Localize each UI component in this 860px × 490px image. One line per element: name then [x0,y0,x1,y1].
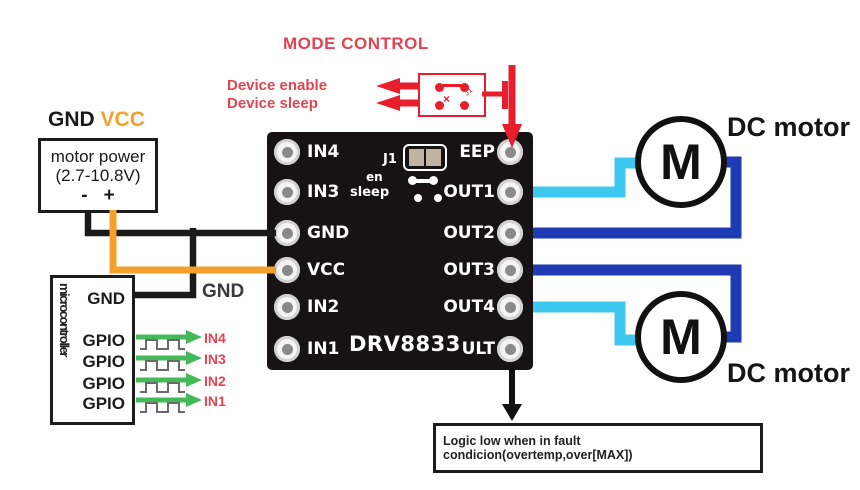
microcontroller-label: microcontroller [57,283,72,356]
pwm-wave-in4 [140,339,185,350]
gpio-arrowhead-in4 [186,330,202,344]
motor-power-box: motor power (2.7-10.8V) - + [38,138,158,213]
jumper-dot [434,82,444,92]
micro-gpio-pin: GPIO [82,374,125,393]
motor-symbol: M [660,309,702,365]
silk-shunt-trace [412,178,434,183]
pin-label-gnd: GND [307,223,350,243]
gnd-net-label: GND [202,281,245,302]
supply-rail-labels: GND VCC [48,108,145,132]
silk-dot [414,194,422,202]
dc-motor-1: M [635,116,727,208]
sleep-arrowhead [376,95,400,111]
silk-sleep-label: sleep [350,185,390,200]
supply-vcc-label: VCC [100,108,145,131]
pin-label-eep: EEP [459,142,495,162]
micro-gpio-pin: GPIO [82,352,125,371]
motor-symbol: M [660,134,702,190]
micro-gpio-pin: GPIO [82,331,125,350]
in2-signal-label: IN2 [204,373,226,389]
device-enable-label: Device enable [227,77,328,94]
pin-label-out4: OUT4 [443,297,495,317]
gpio-arrowhead-in1 [186,393,202,407]
pwm-wave-in2 [140,382,185,393]
gnd-micro-wire [135,228,197,299]
jumper-cross-mark: × [443,92,451,106]
gpio-arrowhead-in3 [186,351,202,365]
pin-pad-out4 [497,294,523,320]
pin-label-ult: ULT [461,339,495,359]
fault-note-text: Logic low when in fault condicion(overte… [443,434,633,462]
ult-arrowhead [502,404,522,421]
pin-label-out2: OUT2 [443,223,495,243]
enable-arrowhead [376,78,400,94]
microcontroller-box: microcontroller GND GPIO GPIO GPIO GPIO [50,275,135,425]
pin-pad-in1 [274,336,300,362]
out4-wire [533,301,640,346]
jumper-dot [459,100,469,110]
silk-dot [434,194,442,202]
pin-pad-out3 [497,257,523,283]
power-name-line1: motor power [50,147,146,166]
in4-signal-label: IN4 [204,330,226,346]
pin-label-vcc: VCC [307,260,346,280]
power-minus-terminal: - [81,185,88,206]
jumper-dot [459,82,469,92]
micro-gpio-pin: GPIO [82,394,125,413]
pin-pad-in2 [274,294,300,320]
pwm-wave-in3 [140,360,185,371]
silk-jumper-pad [409,149,424,166]
in3-signal-label: IN3 [204,351,226,367]
power-plus-terminal: + [103,185,115,206]
pin-pad-out1 [497,179,523,205]
fault-note-box: Logic low when in fault condicion(overte… [433,423,763,473]
supply-gnd-label: GND [48,108,95,131]
dc-motor-2: M [635,291,727,383]
silk-j1-label: J1 [383,152,397,167]
pin-label-out3: OUT3 [443,260,495,280]
dc-motor-1-label: DC motor [727,112,850,142]
pin-pad-in4 [274,139,300,165]
silk-jumper-footprint [403,144,447,171]
out1-wire [533,157,640,198]
pin-label-in1: IN1 [307,339,340,359]
pin-pad-gnd [274,220,300,246]
vcc-wire [109,210,276,274]
pin-label-out1: OUT1 [443,182,495,202]
gnd-power-wire [84,210,276,237]
pin-label-in2: IN2 [307,297,340,317]
jumper-schematic: × J1 [418,73,486,117]
pin-label-in3: IN3 [307,182,340,202]
jumper-dot [434,100,444,110]
in1-signal-label: IN1 [204,393,226,409]
pin-pad-vcc [274,257,300,283]
drv8833-board: IN4 IN3 GND VCC IN2 IN1 EEP OUT1 OUT2 OU… [267,132,533,370]
silk-en-label: en [366,170,383,184]
pin-pad-in3 [274,179,300,205]
silk-jumper-pad [426,149,441,166]
power-name-line2: (2.7-10.8V) [55,166,141,185]
jumper-shunt-line [437,84,464,87]
micro-gnd-pin: GND [87,289,125,308]
mode-control-title: MODE CONTROL [283,34,429,53]
pin-pad-out2 [497,220,523,246]
device-sleep-label: Device sleep [227,95,318,112]
dc-motor-2-label: DC motor [727,358,850,388]
chip-name: DRV8833 [349,332,461,356]
pin-label-in4: IN4 [307,142,340,162]
pwm-wave-in1 [140,402,185,413]
pin-pad-ult [497,336,523,362]
pin-pad-eep [497,139,523,165]
gpio-arrowhead-in2 [186,373,202,387]
